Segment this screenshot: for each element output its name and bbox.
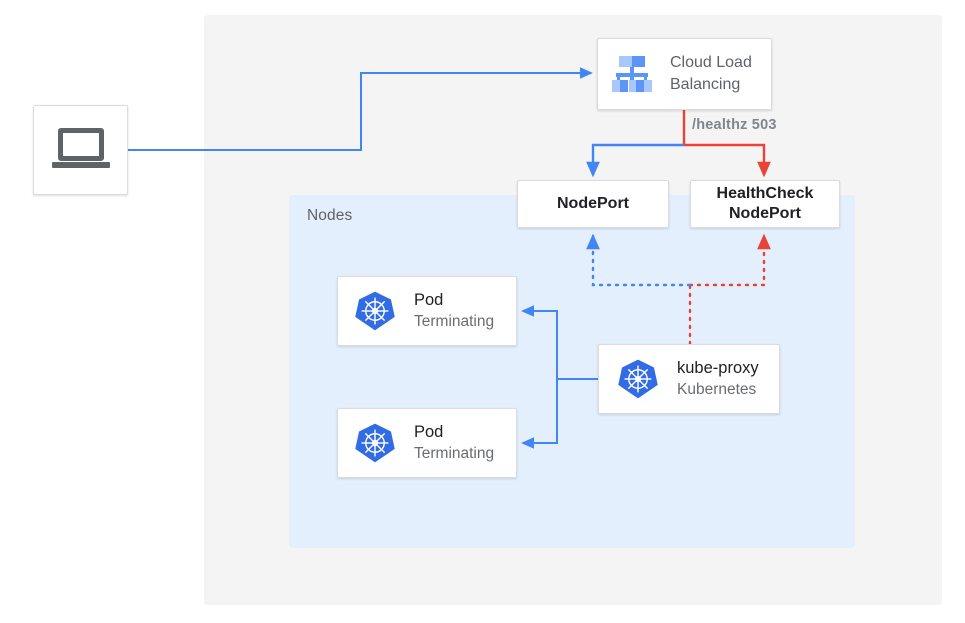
healthz-edge-label: /healthz 503	[692, 117, 777, 133]
pod-title: Pod	[414, 423, 444, 441]
nodeport-label: NodePort	[557, 195, 629, 212]
kube-proxy-title: kube-proxy	[677, 359, 759, 377]
nodes-panel-label: Nodes	[307, 207, 353, 224]
cloud-load-balancing-node[interactable]: Cloud Load Balancing	[597, 38, 772, 110]
pod-node-1[interactable]: Pod Terminating	[337, 276, 517, 346]
pod-status: Terminating	[414, 445, 495, 462]
cloud-load-balancing-icon	[610, 54, 654, 94]
healthcheck-nodeport-label: HealthCheck NodePort	[716, 185, 814, 222]
kubernetes-icon	[355, 291, 395, 331]
nodeport-node[interactable]: NodePort	[517, 180, 669, 228]
pod-node-2[interactable]: Pod Terminating	[337, 408, 517, 478]
kube-proxy-subtitle: Kubernetes	[677, 381, 757, 398]
kubernetes-icon	[355, 423, 395, 463]
laptop-icon	[51, 128, 110, 172]
client-node[interactable]	[33, 105, 128, 195]
pod-title: Pod	[414, 291, 444, 309]
pod-status: Terminating	[414, 313, 495, 330]
healthcheck-nodeport-node[interactable]: HealthCheck NodePort	[690, 180, 840, 228]
kube-proxy-node[interactable]: kube-proxy Kubernetes	[598, 344, 780, 414]
kubernetes-icon	[618, 359, 658, 399]
cloud-load-balancing-label: Cloud Load Balancing	[670, 54, 752, 93]
